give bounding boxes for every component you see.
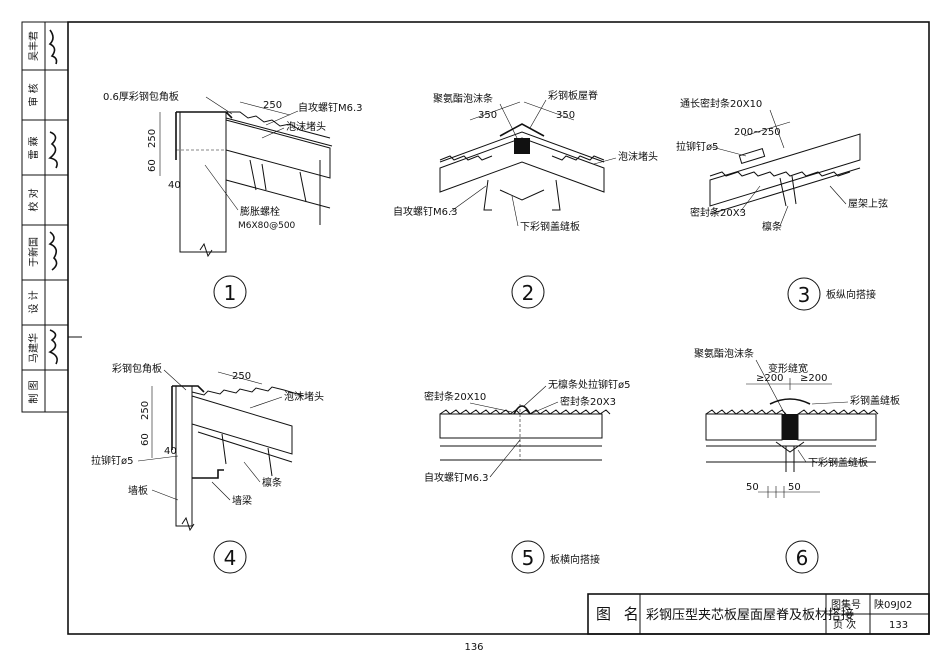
d5-label-screw: 自攻螺钉M6.3	[424, 471, 489, 484]
sidebar-role-1: 吴丰君	[27, 31, 40, 61]
title-block: 图 名 彩钢压型夹芯板屋面屋脊及板材搭接 图集号 陕09J02 页 次 133	[587, 593, 930, 635]
detail-6: ≥200 ≥200 50 50 聚氨酯泡沫条 变形缝宽 彩钢盖缝板 下彩钢盖缝板…	[694, 347, 900, 574]
d4-dim-40: 40	[164, 446, 177, 457]
d4-dim-60: 60	[140, 433, 151, 446]
d3-label-rivet: 拉铆钉ø5	[676, 140, 718, 153]
d6-label-cover: 彩钢盖缝板	[850, 394, 900, 407]
d2-dim-left: 350	[478, 110, 497, 121]
d1-number: 1	[224, 281, 237, 305]
sheet-border	[67, 21, 930, 635]
d6-dim-bottom-left: 50	[746, 482, 759, 493]
detail-3: 200~250 通长密封条20X10 拉铆钉ø5 密封条20X3 檩条 屋架上弦…	[676, 97, 888, 311]
d5-label-seal2: 密封条20X3	[560, 395, 616, 408]
page-number: 136	[464, 642, 483, 653]
d2-label-ridge: 彩钢板屋脊	[548, 89, 598, 102]
d5-label-seal1: 密封条20X10	[424, 390, 486, 403]
page-label: 页 次	[833, 618, 856, 631]
sidebar-role-3: 雷 霖	[28, 136, 40, 159]
d4-label-rivet: 拉铆钉ø5	[91, 454, 133, 467]
d1-dim-40: 40	[168, 180, 181, 191]
sidebar-role-8: 制 图	[27, 380, 40, 403]
d3-number: 3	[798, 283, 811, 307]
atlas-value: 陕09J02	[874, 598, 912, 611]
drawing-title: 彩钢压型夹芯板屋面屋脊及板材搭接	[646, 607, 854, 623]
signature-2	[48, 131, 58, 169]
page-value: 133	[889, 620, 908, 631]
d3-label-truss: 屋架上弦	[848, 197, 888, 210]
d1-label-bolt-spec: M6X80@500	[238, 221, 296, 231]
d2-label-screw: 自攻螺钉M6.3	[393, 205, 458, 218]
d5-caption: 板横向搭接	[550, 553, 600, 566]
sidebar-role-4: 校 对	[27, 188, 40, 211]
d1-label-screw: 自攻螺钉M6.3	[298, 101, 363, 114]
d4-label-wall: 墙板	[128, 484, 148, 497]
d2-label-pu-strip: 聚氨酯泡沫条	[433, 92, 493, 105]
d4-label-purlin: 檩条	[262, 476, 282, 489]
sidebar-signature-column: 吴丰君 审 核 雷 霖 校 对 于新国 设 计 马建华 制 图	[21, 21, 82, 413]
detail-1: 250 250 60 40 0.6厚彩钢包角板 自攻螺钉M6.3 泡沫堵头 膨胀…	[103, 90, 363, 309]
d6-label-deform: 变形缝宽	[768, 362, 808, 375]
d4-number: 4	[224, 546, 237, 570]
d2-dim-right: 350	[556, 110, 575, 121]
d3-dim-range: 200~250	[734, 127, 781, 138]
d2-label-foam-plug: 泡沫堵头	[618, 150, 658, 163]
d3-label-long-seal: 通长密封条20X10	[680, 97, 762, 110]
sidebar-role-5: 于新国	[27, 237, 40, 267]
d2-number: 2	[522, 281, 535, 305]
detail-2: 350 350 聚氨酯泡沫条 彩钢板屋脊 泡沫堵头 自攻螺钉M6.3 下彩钢盖缝…	[393, 89, 658, 309]
d3-label-seal: 密封条20X3	[690, 206, 746, 219]
signature-1	[48, 29, 58, 65]
d3-label-purlin: 檩条	[762, 220, 782, 233]
d6-number: 6	[796, 546, 809, 570]
d1-label-corner-plate: 0.6厚彩钢包角板	[103, 90, 179, 103]
d1-dim-250-top: 250	[263, 100, 282, 111]
title-label: 图 名	[596, 605, 643, 623]
d6-label-lower-cover: 下彩钢盖缝板	[808, 456, 868, 469]
d6-dim-right: ≥200	[800, 373, 827, 384]
d4-label-girt: 墙梁	[232, 494, 252, 507]
d5-label-rivet: 无檩条处拉铆钉ø5	[548, 378, 630, 391]
d4-dim-250-side: 250	[140, 401, 151, 420]
detail-4: 250 250 60 40 彩钢包角板 泡沫堵头 拉铆钉ø5 墙板 檩条 墙梁 …	[91, 362, 324, 574]
d6-label-pu-strip: 聚氨酯泡沫条	[694, 347, 754, 360]
d4-dim-250-top: 250	[232, 371, 251, 382]
d1-dim-60: 60	[147, 159, 158, 172]
atlas-label: 图集号	[831, 598, 861, 611]
d1-dim-250-side: 250	[147, 129, 158, 148]
d4-label-corner-plate: 彩钢包角板	[112, 362, 162, 375]
d3-caption: 板纵向搭接	[826, 288, 876, 301]
sidebar-role-2: 审 核	[27, 83, 40, 106]
d6-dim-left: ≥200	[756, 373, 783, 384]
d4-label-foam-plug: 泡沫堵头	[284, 390, 324, 403]
d1-label-bolt: 膨胀螺栓	[240, 205, 280, 218]
signature-4	[48, 329, 58, 365]
sidebar-role-6: 设 计	[27, 290, 40, 313]
signature-3	[48, 231, 58, 271]
d5-number: 5	[522, 546, 535, 570]
detail-5: 密封条20X10 无檩条处拉铆钉ø5 密封条20X3 自攻螺钉M6.3 5 板横…	[424, 378, 630, 574]
d6-dim-bottom-right: 50	[788, 482, 801, 493]
d2-label-lower-cover: 下彩钢盖缝板	[520, 220, 580, 233]
sidebar-role-7: 马建华	[27, 333, 40, 363]
d1-label-foam-plug: 泡沫堵头	[286, 120, 326, 133]
